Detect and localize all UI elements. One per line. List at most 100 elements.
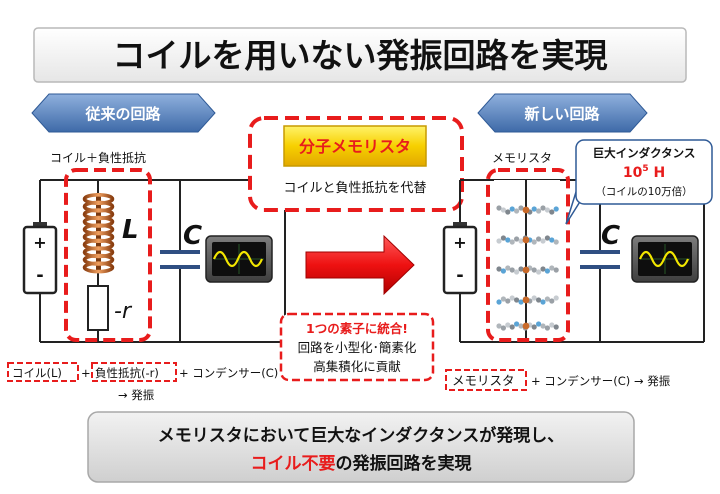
molecule-atom [500, 325, 506, 331]
molecule-atom [514, 269, 520, 275]
left-formula: コイル(L) + 負性抵抗(-r) + コンデンサー(C) → 発振 [7, 362, 278, 402]
molecule-atom [514, 297, 520, 303]
molecule-atom [544, 268, 551, 274]
molecule-atom [496, 205, 502, 211]
integration-line-1: 回路を小型化･簡素化 [298, 340, 417, 355]
inductor-symbol: L [122, 215, 139, 245]
molecule-atom [509, 239, 515, 245]
molecule-atom [540, 266, 546, 272]
molecule-center-atom [522, 236, 530, 244]
molecule-atom [505, 322, 511, 328]
integration-heading: 1つの素子に統合! [306, 321, 408, 336]
molecule-atom [531, 239, 537, 245]
molecule-atom [549, 237, 555, 243]
left-oscilloscope-icon [205, 235, 273, 283]
left-coil-resistor-group [64, 168, 152, 342]
molecule-atom [509, 267, 515, 273]
conclusion-line-1: メモリスタにおいて巨大なインダクタンスが発現し、 [158, 425, 564, 446]
molecule-atom [500, 207, 506, 213]
formula-rest: + コンデンサー(C) [179, 366, 278, 380]
right-capacitor-symbol: C [601, 221, 620, 251]
molecule-atom [509, 295, 515, 301]
molecule-center-atom [522, 266, 530, 274]
callout-value: 105 H [623, 164, 665, 181]
molecule-atom [500, 235, 506, 241]
molecule-atom [531, 206, 537, 212]
right-capacitor-icon [580, 250, 620, 269]
inductance-callout: 巨大インダクタンス 105 H （コイルの10万倍） [565, 139, 713, 225]
molecule-atom [544, 296, 551, 302]
formula-coil: コイル(L) [12, 366, 62, 380]
molecule-atom [514, 321, 520, 327]
formula-right-rest: + コンデンサー(C) → 発振 [531, 374, 671, 388]
transition-arrow-icon [305, 234, 415, 296]
molecule-atom [531, 324, 537, 330]
molecule-atom [540, 299, 546, 305]
molecule-atom [505, 237, 511, 243]
coil-turn [82, 261, 115, 274]
molecule-atom [553, 206, 559, 212]
right-battery-minus: - [456, 265, 463, 286]
molecule-atom [518, 238, 524, 244]
molecule-atom [531, 267, 537, 273]
left-capacitor-icon [160, 250, 200, 269]
molecule-atom [518, 205, 524, 211]
center-replacement-box: 分子メモリスタ コイルと負性抵抗を代替 [248, 116, 464, 212]
conclusion-line-2: コイル不要の発振回路を実現 [251, 453, 472, 474]
integration-box: 1つの素子に統合! 回路を小型化･簡素化 高集積化に貢献 [279, 312, 435, 382]
molecule-atom [540, 205, 546, 211]
formula-negative-resistance: 負性抵抗(-r) [95, 366, 159, 380]
molecule-layer [496, 205, 559, 331]
molecule-atom [553, 324, 559, 330]
molecule-atom [536, 297, 542, 303]
molecule-atom [514, 208, 520, 214]
right-battery: + - [442, 222, 478, 295]
right-battery-plus: + [453, 233, 466, 252]
integration-line-2: 高集積化に貢献 [313, 359, 401, 374]
molecule-atom [549, 209, 555, 215]
left-capacitor-symbol: C [183, 221, 202, 251]
page-title: コイルを用いない発振回路を実現 [113, 36, 608, 75]
molecule-atom [540, 238, 546, 244]
right-formula: メモリスタ + コンデンサー(C) → 発振 [445, 369, 671, 391]
molecule-atom [531, 295, 537, 301]
molecule-atom [540, 323, 546, 329]
molecule-atom [549, 322, 555, 328]
title-banner: コイルを用いない発振回路を実現 [33, 27, 687, 83]
molecule-atom [514, 236, 520, 242]
right-group-label: メモリスタ [492, 151, 552, 165]
resistor-symbol: -r [114, 299, 133, 324]
molecule-atom [505, 209, 511, 215]
molecule-atom [509, 206, 515, 212]
right-header-label: 新しい回路 [524, 105, 600, 123]
molecule-atom [544, 325, 551, 331]
molecular-memristor-label: 分子メモリスタ [299, 137, 411, 156]
molecule-atom [544, 207, 551, 213]
coil-turns [82, 193, 115, 274]
molecular-memristor-icon [494, 180, 560, 342]
molecule-atom [536, 208, 542, 214]
molecule-atom [496, 299, 502, 305]
left-group-label: コイル＋負性抵抗 [50, 150, 146, 165]
molecule-atom [536, 236, 542, 242]
molecule-atom [553, 267, 559, 273]
coil-icon [82, 193, 115, 274]
left-panel-header: 従来の回路 [31, 93, 216, 133]
molecule-atom [500, 268, 506, 274]
molecule-atom [500, 296, 506, 302]
formula-plus: + [81, 366, 91, 380]
resistor-icon [87, 285, 109, 331]
molecule-atom [518, 299, 524, 305]
molecule-atom [509, 324, 515, 330]
callout-line-1: 巨大インダクタンス [593, 146, 696, 160]
molecule-center-atom [522, 322, 530, 330]
molecule-atom [549, 298, 555, 304]
left-battery-minus: - [36, 265, 43, 286]
right-memristor-group [486, 168, 570, 342]
callout-line-3: （コイルの10万倍） [595, 185, 692, 198]
left-header-label: 従来の回路 [84, 105, 161, 123]
left-circuit: + - L -r コイル＋負性抵抗 C [22, 150, 286, 343]
molecule-center-atom [522, 206, 530, 214]
right-panel-header: 新しい回路 [477, 93, 648, 133]
